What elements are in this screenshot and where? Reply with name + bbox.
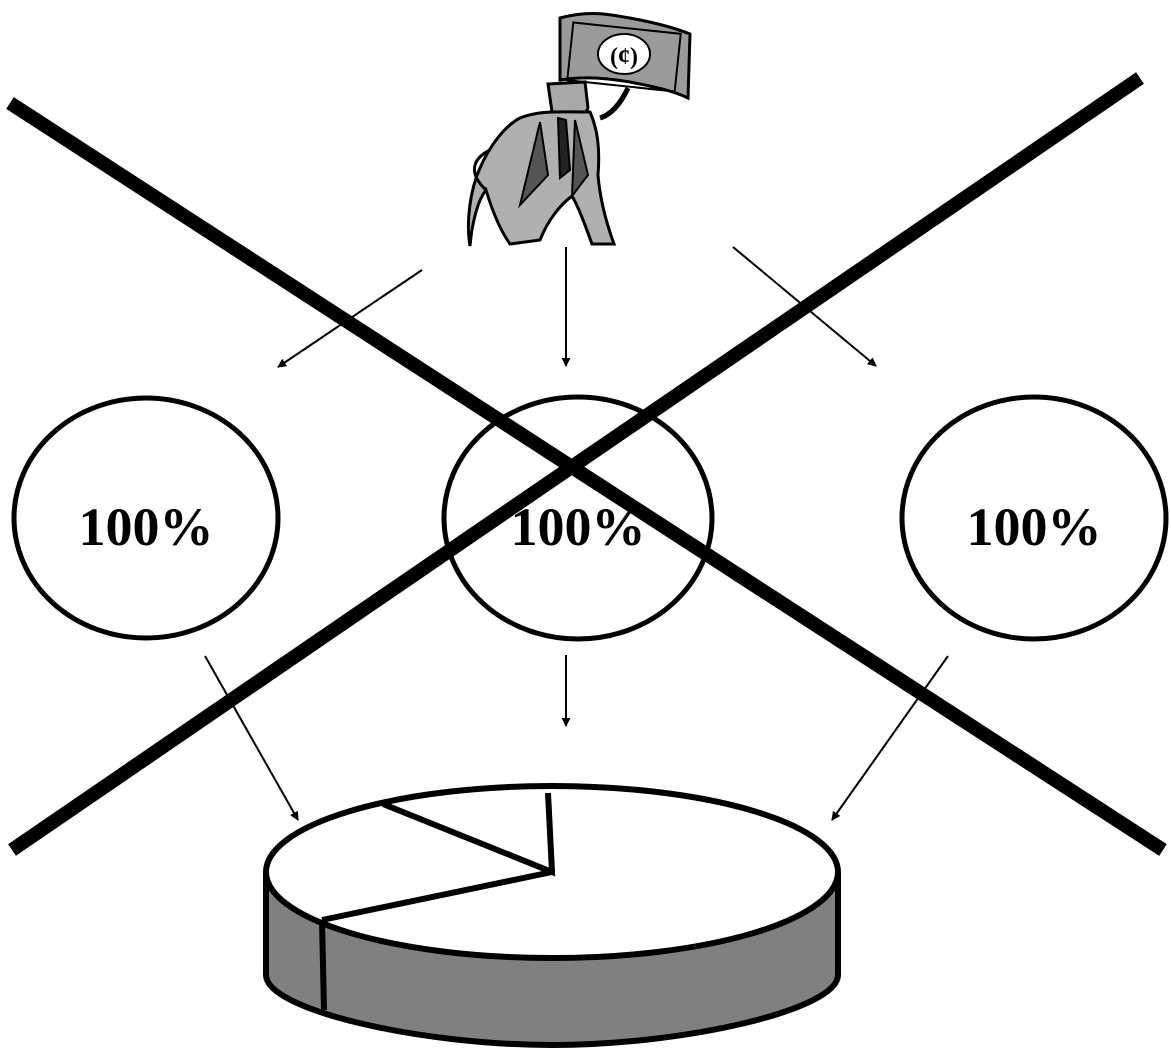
arrow-right-to-pie xyxy=(831,655,949,821)
circle-right-label: 100% xyxy=(967,497,1102,557)
circle-center: 100% xyxy=(441,394,715,642)
3d-pie-chart-icon xyxy=(263,783,841,1049)
arrow-left-to-pie xyxy=(204,655,299,821)
man-with-money-flag-icon: (¢) xyxy=(466,12,692,247)
cross-line-a xyxy=(6,97,1167,856)
cross-line-b xyxy=(8,72,1144,856)
circle-left-label: 100% xyxy=(79,497,214,557)
circle-right: 100% xyxy=(899,394,1169,642)
svg-text:(¢): (¢) xyxy=(610,44,638,70)
circle-left: 100% xyxy=(11,395,281,641)
